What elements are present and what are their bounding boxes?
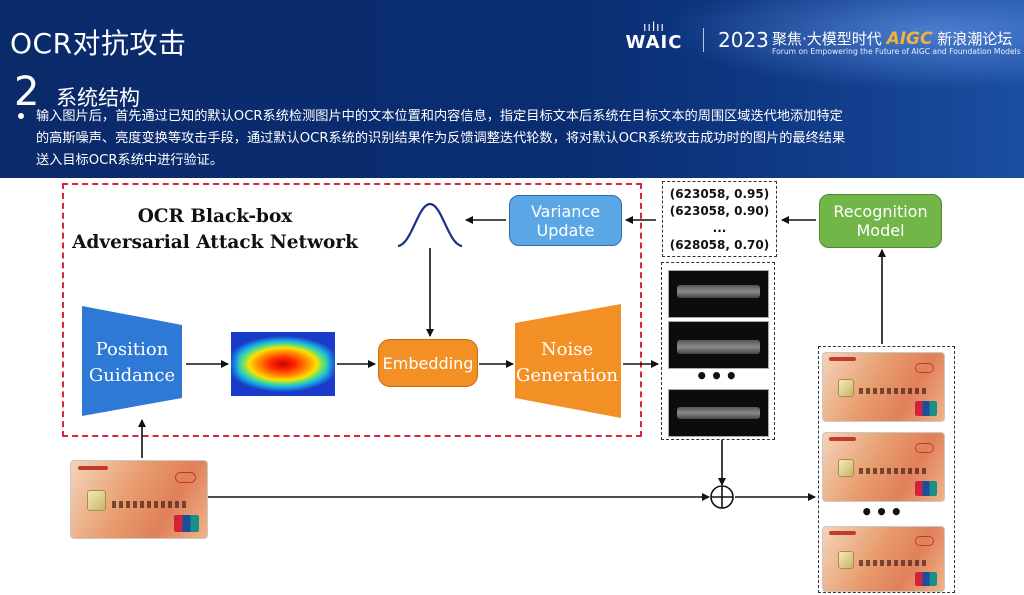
card-network-logo	[914, 571, 937, 586]
header-divider	[703, 28, 704, 52]
attack-network-boundary	[62, 183, 642, 437]
card-network-logo	[914, 480, 937, 496]
card-quickpass	[915, 442, 935, 453]
output-card-image	[822, 526, 945, 592]
waic-logo: ıılıı WAIC	[622, 20, 686, 56]
noise-sample-image	[668, 270, 769, 318]
network-title-line2: Adversarial Attack Network	[72, 232, 358, 253]
position-heatmap	[231, 332, 335, 396]
position-guidance-label: Position Guidance	[82, 337, 182, 389]
noise-sample-image	[668, 321, 769, 369]
card-network-logo	[174, 514, 199, 532]
header-glow	[664, 0, 1024, 90]
card-quickpass	[175, 471, 197, 483]
output-cards-ellipsis: •••	[860, 500, 905, 524]
card-chip	[837, 458, 855, 478]
card-network-logo	[914, 400, 937, 416]
card-quickpass	[915, 535, 935, 546]
slide-header: OCR对抗攻击 2 系统结构 输入图片后，首先通过已知的默认OCR系统检测图片中…	[0, 0, 1024, 178]
forum-name-aigc: AIGC	[886, 29, 933, 49]
forum-name-prefix: 聚焦·大模型时代	[772, 30, 882, 48]
gaussian-curve-icon	[397, 202, 463, 248]
card-chip	[837, 551, 855, 569]
card-brand	[77, 465, 108, 471]
section-number: 2	[14, 69, 40, 115]
slide-title: OCR对抗攻击	[10, 27, 187, 60]
position-guidance-shape	[82, 306, 182, 416]
recognition-scores-box: (623058, 0.95) (623058, 0.90) ... (62805…	[662, 181, 777, 257]
variance-update-box: Variance Update	[509, 195, 622, 246]
forum-name: 聚焦·大模型时代 AIGC 新浪潮论坛	[772, 28, 1012, 49]
waic-logo-mark: ıılıı	[643, 20, 665, 34]
recognition-model-line2: Model	[856, 221, 905, 240]
variance-update-line1: Variance	[530, 201, 601, 221]
section-description: 输入图片后，首先通过已知的默认OCR系统检测图片中的文本位置和内容信息，指定目标…	[36, 109, 846, 168]
input-card-image	[70, 460, 208, 539]
noise-blob	[676, 284, 761, 298]
network-title: OCR Black-box Adversarial Attack Network	[60, 204, 370, 256]
noise-generation-line2: Generation	[515, 365, 619, 386]
output-card-image	[822, 432, 945, 502]
recognition-model-box: Recognition Model	[819, 194, 942, 248]
recognition-model-line1: Recognition	[833, 202, 928, 221]
position-guidance-line2: Guidance	[88, 365, 176, 386]
card-number	[111, 501, 187, 508]
card-brand	[829, 437, 856, 442]
forum-name-suffix: 新浪潮论坛	[937, 30, 1013, 48]
embedding-box: Embedding	[378, 339, 478, 387]
card-number	[859, 388, 926, 395]
forum-year: 2023	[718, 28, 769, 52]
score-line: (623058, 0.95)	[669, 187, 770, 201]
noise-sample-image	[668, 389, 769, 437]
waic-logo-text: WAIC	[625, 32, 683, 53]
bullet-dot	[18, 113, 24, 119]
card-number	[859, 468, 926, 475]
noise-generation-line1: Noise	[540, 339, 594, 360]
card-brand	[829, 530, 856, 535]
card-quickpass	[915, 362, 935, 373]
network-title-line1: OCR Black-box	[137, 206, 293, 227]
noise-generation-shape	[515, 304, 621, 418]
score-line: ...	[712, 221, 727, 235]
score-line: (628058, 0.70)	[669, 238, 770, 252]
forum-subtitle: Forum on Empowering the Future of AIGC a…	[772, 47, 1021, 56]
card-chip	[87, 490, 106, 511]
card-number	[859, 560, 926, 567]
position-guidance-line1: Position	[95, 339, 169, 360]
noise-blob	[676, 407, 761, 420]
noise-samples-ellipsis: •••	[695, 364, 740, 388]
score-line: (623058, 0.90)	[669, 204, 770, 218]
variance-update-line2: Update	[536, 220, 595, 240]
card-brand	[829, 357, 856, 362]
section-title: 系统结构	[56, 86, 140, 110]
card-chip	[837, 378, 855, 398]
output-card-image	[822, 352, 945, 422]
noise-generation-label: Noise Generation	[512, 337, 622, 389]
noise-blob	[676, 340, 761, 355]
